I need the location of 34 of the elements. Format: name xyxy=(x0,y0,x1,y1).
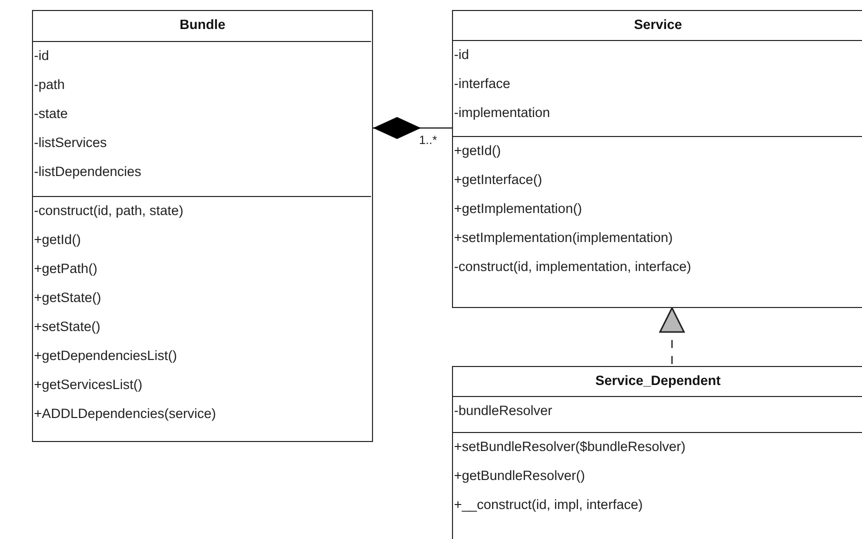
member-text: +ADDLDependencies(service) xyxy=(34,406,216,422)
member-text: +setState() xyxy=(34,319,100,335)
member-text: +__construct(id, impl, interface) xyxy=(454,497,643,513)
member-text: -listDependencies xyxy=(34,164,142,180)
member-text: +getImplementation() xyxy=(454,201,582,217)
member-text: +getServicesList() xyxy=(34,377,142,393)
member-text: +getInterface() xyxy=(454,172,542,188)
member-text: +getBundleResolver() xyxy=(454,468,585,484)
member-text: -listServices xyxy=(34,135,107,151)
member-text: +getState() xyxy=(34,290,102,306)
class-name: Service xyxy=(632,17,684,32)
member-text: +getId() xyxy=(454,143,501,159)
composition-connector xyxy=(373,117,452,139)
member-text: -construct(id, implementation, interface) xyxy=(454,259,692,275)
member-text: -bundleResolver xyxy=(454,403,552,419)
class-box xyxy=(32,10,373,442)
multiplicity-label: 1..* xyxy=(418,134,438,146)
member-text: -state xyxy=(34,106,68,122)
member-text: -id xyxy=(34,48,50,64)
member-text: -path xyxy=(34,77,65,93)
member-text: -construct(id, path, state) xyxy=(34,203,184,219)
member-text: +setBundleResolver($bundleResolver) xyxy=(454,439,686,455)
realization-arrow xyxy=(659,307,685,366)
member-text: +getId() xyxy=(34,232,81,248)
member-text: +getPath() xyxy=(34,261,98,277)
member-text: +getDependenciesList() xyxy=(34,348,177,364)
member-text: -interface xyxy=(454,76,510,92)
class-name: Bundle xyxy=(178,17,226,32)
class-name: Service_Dependent xyxy=(594,373,722,388)
class-box xyxy=(452,366,862,539)
member-text: -id xyxy=(454,47,470,63)
member-text: -implementation xyxy=(454,105,550,121)
member-text: +setImplementation(implementation) xyxy=(454,230,673,246)
class-box xyxy=(452,10,862,308)
